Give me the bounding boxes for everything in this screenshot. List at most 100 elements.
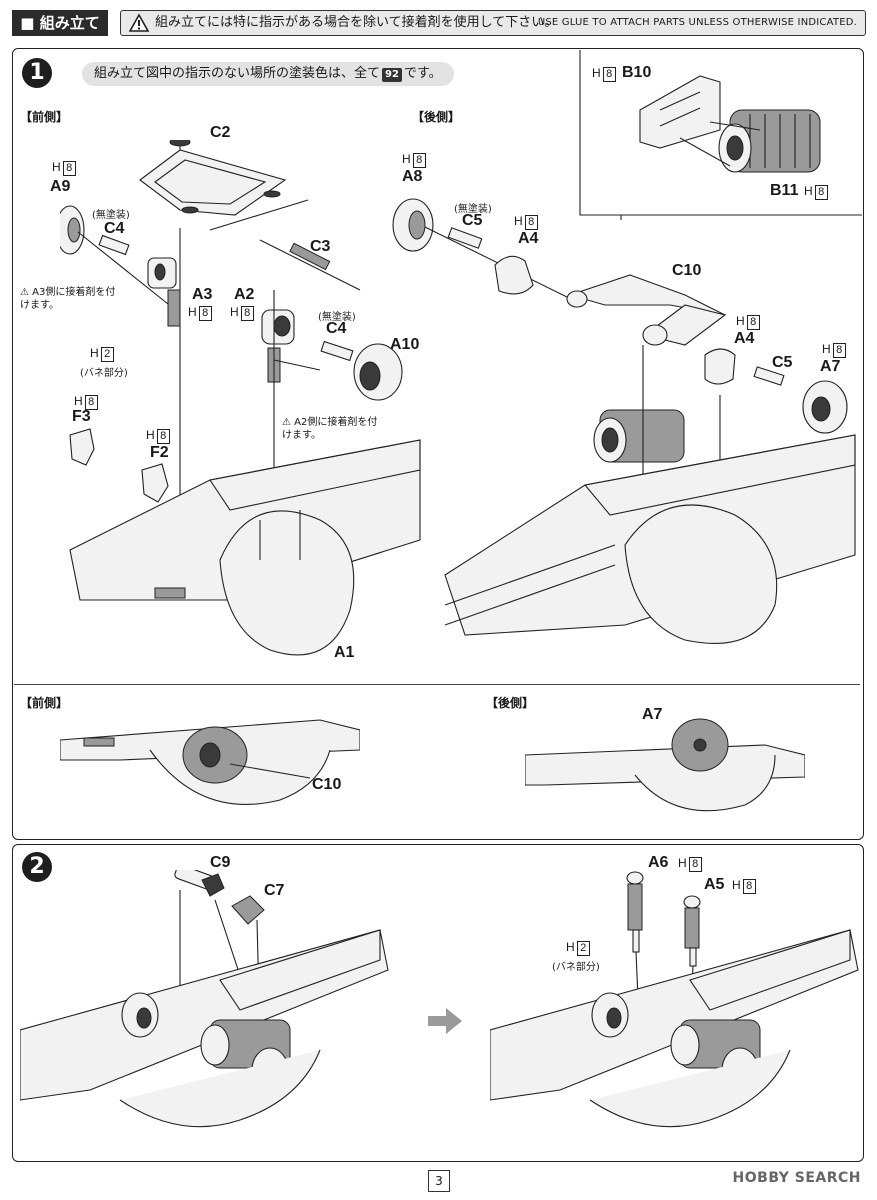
h-number: 8 [62,161,76,176]
engine-inset-box [579,50,862,220]
instruction-text: 組み立て図中の指示のない場所の塗装色は、全て [94,66,381,81]
a6-shock [626,871,644,953]
label-c3: C3 [310,238,331,255]
glue-note-en: USE GLUE TO ATTACH PARTS UNLESS OTHERWIS… [537,17,857,28]
a5-shock [683,895,701,967]
step2-left-drawing [20,870,389,1128]
a2-upright [261,290,295,620]
h-number: 8 [746,315,760,330]
sub-rear-label: 【後側】 [486,696,535,710]
h-number: 8 [524,215,538,230]
label-c4b: C4 [326,320,347,337]
label-f3: F3 [72,408,91,425]
step2-number: 2 [22,852,52,882]
h-number: 8 [814,185,828,200]
label-c4b-note: (無塗装) [318,312,356,323]
label-b10: B10 [622,64,652,81]
step2-right-drawing [490,871,859,1128]
h-code: H [566,940,575,954]
c10-arm [566,274,727,346]
label-a3: A3 [192,286,213,303]
rear-chassis-drawing [392,198,856,644]
label-a4b: A4 [734,330,755,347]
label-a5: A5 [704,876,725,893]
c3-tie-rod [259,239,361,291]
label-f2: F2 [150,444,169,461]
section-tab: ■ 組み立て [12,10,108,36]
h-number: 8 [156,429,170,444]
label-a7: A7 [820,358,841,375]
step1-number: 1 [22,58,52,88]
label-c10: C10 [672,262,702,279]
warning-icon [129,13,149,32]
h-code: H [52,160,61,174]
label-c5a: C5 [462,212,483,229]
color-swatch-92: 92 [382,68,402,82]
label-c7: C7 [264,882,285,899]
h-code: H [822,342,831,356]
a10-brake-disc [320,340,403,401]
glue-note: 組み立てには特に指示がある場合を除いて接着剤を使用して下さい。 USE GLUE… [120,10,866,36]
a7-disc [802,380,848,434]
sub-rear-part: A7 [642,706,663,723]
warning-icon: ⚠ [20,287,33,298]
label-a10: A10 [390,336,420,353]
sub-front-label: 【前側】 [20,696,69,710]
b10-b11-engine [593,409,685,463]
h-code: H [90,346,99,360]
sub-front-part: C10 [312,776,342,793]
h-code: H [188,305,197,319]
warn-a3-text: A3側に接着剤を付けます。 [20,287,116,311]
page-number: 3 [428,1170,450,1192]
h-number: 8 [602,67,616,82]
h-code: H [74,394,83,408]
step1-divider [14,684,860,685]
a8-hub [392,198,576,302]
h-number: 8 [688,857,702,872]
a4-boot-b [704,348,736,385]
c5-pin-a [447,227,483,249]
h-number: 2 [576,941,590,956]
step2-arrow-icon [428,1008,462,1034]
h-code: H [732,878,741,892]
h-code: H [402,152,411,166]
label-b11: B11 [770,182,799,199]
label-c5a-note: (無塗装) [454,204,492,215]
label-a2: A2 [234,286,255,303]
watermark: HOBBY SEARCH [732,1170,861,1186]
h-number: 8 [240,306,254,321]
rear-section-label: 【後側】 [412,110,461,124]
warn-a2-text: A2側に接着剤を付けます。 [282,417,378,441]
label-c9: C9 [210,854,231,871]
c7-part [231,895,265,925]
h-code: H [592,66,601,80]
h-number: 8 [412,153,426,168]
glue-note-jp: 組み立てには特に指示がある場合を除いて接着剤を使用して下さい。 [155,15,558,30]
label-c4a-note: (無塗装) [92,210,130,221]
label-h2-spring-note: (バネ部分) [80,368,128,379]
label-a6: A6 [648,854,669,871]
f3-part [69,428,95,466]
label-c2: C2 [210,124,231,141]
h-number: 2 [100,347,114,362]
h-code: H [804,184,813,198]
warn-a2: ⚠ A2側に接着剤を付けます。 [282,416,382,442]
b10-b11-inset-drawing [639,75,821,173]
label-a9: A9 [50,178,71,195]
label-c4a: C4 [104,220,125,237]
instruction-tail: です。 [403,66,442,81]
a9-brake-disc [60,205,169,305]
h-code: H [514,214,523,228]
warn-a3: ⚠ A3側に接着剤を付けます。 [20,286,125,312]
